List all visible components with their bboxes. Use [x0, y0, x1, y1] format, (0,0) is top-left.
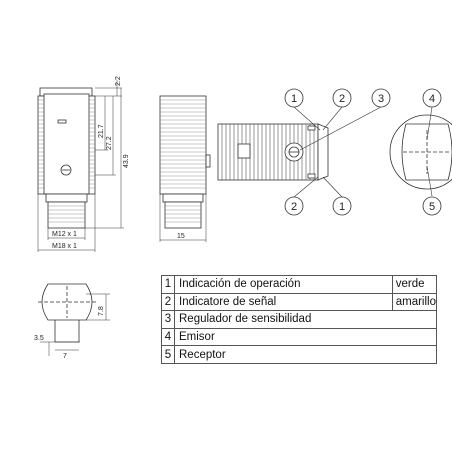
dim-27-2: 27.2 [106, 136, 113, 150]
legend-row: 3 Regulador de sensibilidad [161, 310, 437, 329]
callout-1-bottom: 1 [339, 201, 345, 213]
legend-number: 1 [161, 275, 175, 294]
legend-description: Regulador de sensibilidad [174, 310, 437, 329]
front-view [37, 80, 124, 252]
callout-leaders [293, 106, 433, 198]
legend-number: 3 [161, 310, 175, 329]
legend-number: 5 [161, 345, 175, 364]
legend-row: 4 Emisor [161, 327, 437, 347]
isometric-view [217, 123, 329, 181]
callout-5: 5 [429, 201, 435, 213]
dim-43-9: 43.9 [123, 154, 130, 168]
legend-row: 5 Receptor [161, 345, 437, 364]
dim-21-7: 21.7 [98, 124, 105, 138]
legend-row: 1 Indicación de operación verde [161, 275, 438, 294]
legend-row: 2 Indicatore de señal amarillo [161, 292, 438, 312]
legend-color: amarillo [391, 292, 438, 312]
legend-color: verde [391, 275, 438, 294]
dim-7-8: 7.8 [98, 306, 105, 316]
legend-description: Emisor [174, 327, 437, 347]
dim-15: 15 [177, 233, 185, 240]
legend-table: 1 Indicación de operación verde 2 Indica… [161, 275, 438, 364]
legend-number: 2 [161, 292, 175, 312]
callout-1-top: 1 [291, 93, 297, 105]
face-view [389, 114, 452, 190]
legend-description: Receptor [174, 345, 437, 364]
legend-description: Indicación de operación [174, 275, 393, 294]
callout-3: 3 [378, 93, 384, 105]
dim-m18: M18 x 1 [52, 243, 77, 250]
dim-2-2: 2.2 [115, 76, 122, 86]
callout-2-top: 2 [339, 93, 345, 105]
legend-description: Indicatore de señal [174, 292, 393, 312]
callout-2-bottom: 2 [291, 201, 297, 213]
dim-3-5: 3.5 [34, 335, 44, 342]
callout-4: 4 [429, 93, 435, 105]
callout-circles [284, 88, 442, 216]
side-view [159, 95, 211, 242]
dim-m12: M12 x 1 [52, 231, 77, 238]
dim-7: 7 [63, 353, 67, 360]
legend-number: 4 [161, 327, 175, 347]
face-detail [38, 283, 110, 356]
